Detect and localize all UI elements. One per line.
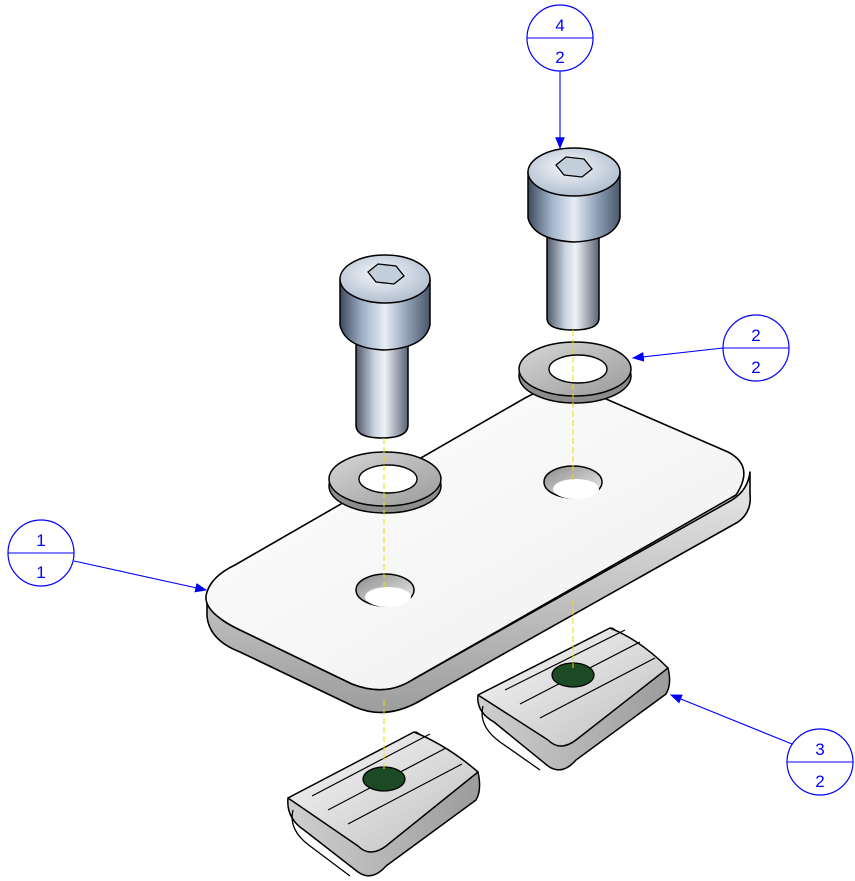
balloon-quantity: 2 xyxy=(815,772,824,791)
balloon-item-number: 1 xyxy=(36,531,45,550)
hex-socket-icon xyxy=(367,263,405,285)
balloon-item-3: 3 2 xyxy=(786,728,854,796)
explode-centerlines xyxy=(383,330,574,770)
balloon-item-number: 4 xyxy=(555,16,564,35)
leader-item-3 xyxy=(669,694,793,745)
plate-hole-rear xyxy=(543,465,603,499)
t-slot-nut-rear xyxy=(477,627,671,771)
balloon-quantity: 2 xyxy=(555,48,564,67)
cap-screw-left xyxy=(339,254,431,439)
leader-item-1 xyxy=(73,560,208,593)
nut-thread-hole xyxy=(362,766,406,792)
cap-screw-right xyxy=(527,147,621,331)
hex-socket-icon xyxy=(555,156,593,178)
balloon-item-1: 1 1 xyxy=(7,519,75,587)
washer-right xyxy=(518,341,632,404)
balloon-item-number: 2 xyxy=(751,326,760,345)
base-plate xyxy=(205,386,752,714)
balloon-leaders xyxy=(73,67,793,745)
balloon-item-number: 3 xyxy=(815,740,824,759)
washer-left xyxy=(328,451,442,514)
balloon-item-2: 2 2 xyxy=(722,314,790,382)
balloon-quantity: 2 xyxy=(751,358,760,377)
t-slot-nut-front xyxy=(287,731,481,877)
leader-item-2 xyxy=(631,347,724,362)
plate-hole-front xyxy=(355,573,415,607)
balloon-quantity: 1 xyxy=(36,563,45,582)
balloon-item-4: 4 2 xyxy=(526,4,594,72)
